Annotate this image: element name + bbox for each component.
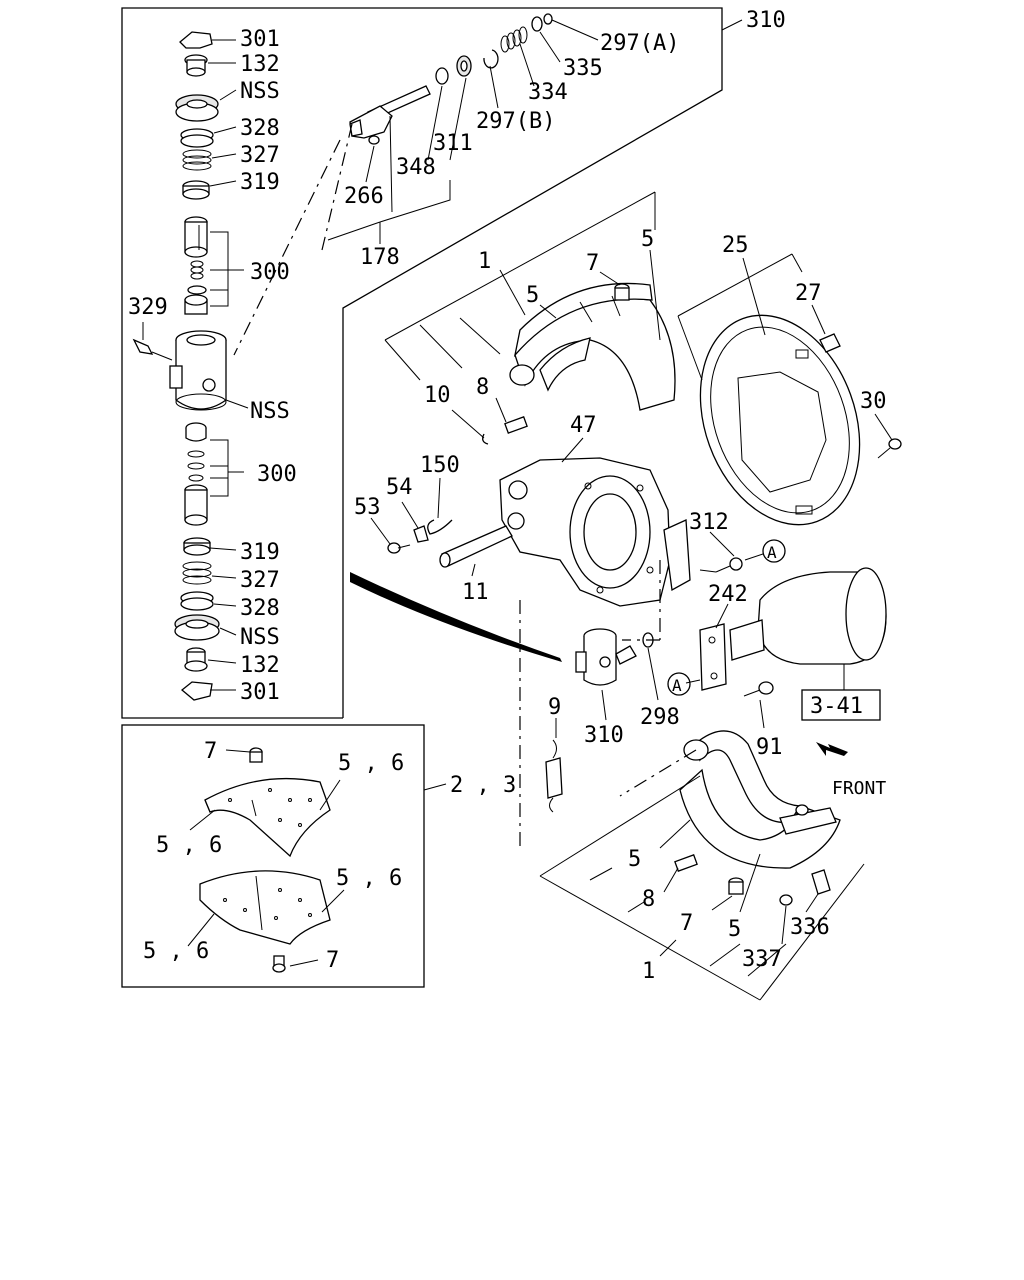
label-5-bottom-b: 5 [728,917,741,942]
label-327-top: 327 [240,143,280,168]
upper-brake-shoe [384,191,676,445]
brake-lining-kit-frame [121,724,425,988]
label-kit-2-3: 2 , 3 [450,773,516,798]
label-132-top: 132 [240,52,280,77]
label-311: 311 [433,131,473,156]
label-327-bottom: 327 [240,568,280,593]
label-1-bottom: 1 [642,959,655,984]
label-298: 298 [640,705,680,730]
label-5-top-a: 5 [526,283,539,308]
wheel-cylinder-column-parts [132,31,244,701]
label-1-top: 1 [478,249,491,274]
label-312: 312 [689,510,729,535]
label-328-top: 328 [240,116,280,141]
label-301-bottom: 301 [240,680,280,705]
label-242: 242 [708,582,748,607]
label-25: 25 [722,233,749,258]
label-front: FRONT [832,778,886,799]
backing-plate [677,253,902,526]
label-9: 9 [548,695,561,720]
label-10: 10 [424,383,451,408]
lining-kit-parts [187,747,447,973]
label-301-top: 301 [240,27,280,52]
label-319-top: 319 [240,170,280,195]
label-kit-7-top: 7 [204,739,217,764]
left-column-leaders [142,39,249,691]
label-5-bottom-a: 5 [628,847,641,872]
label-297b: 297(B) [476,109,555,134]
lower-brake-shoe [539,730,865,1001]
label-kit-5-6-bottom-right: 5 , 6 [336,866,402,891]
label-5-top-b: 5 [641,227,654,252]
label-300-bottom: 300 [257,462,297,487]
adjuster-assembly [233,13,743,356]
label-328-bottom: 328 [240,596,280,621]
label-nss-top: NSS [240,79,280,104]
label-91: 91 [756,735,783,760]
label-348: 348 [396,155,436,180]
wheel-cylinder-detail-frame [121,7,723,719]
label-335: 335 [563,56,603,81]
label-a-upper: A [767,543,777,562]
label-nss-housing: NSS [250,399,290,424]
callout-labels: 301 132 NSS 328 327 319 300 329 NSS 300 … [128,8,887,984]
label-27: 27 [795,281,822,306]
label-8-bottom: 8 [642,887,655,912]
label-kit-5-6-top-right: 5 , 6 [338,751,404,776]
label-178: 178 [360,245,400,270]
label-3-41: 3-41 [810,694,863,719]
label-30: 30 [860,389,887,414]
label-11: 11 [462,580,489,605]
label-319-bottom: 319 [240,540,280,565]
label-8-top: 8 [476,375,489,400]
label-329: 329 [128,295,168,320]
label-47: 47 [570,413,597,438]
label-337: 337 [742,947,782,972]
label-54: 54 [386,475,413,500]
label-7-top: 7 [586,251,599,276]
wheel-cylinder [350,572,659,813]
label-310-top: 310 [746,8,786,33]
label-150: 150 [420,453,460,478]
label-kit-5-6-bottom-left: 5 , 6 [143,939,209,964]
label-334: 334 [528,80,568,105]
label-132-bottom: 132 [240,653,280,678]
label-266: 266 [344,184,384,209]
label-300-top: 300 [250,260,290,285]
air-chamber [667,531,887,729]
brake-spider [370,437,691,848]
label-kit-7-bottom: 7 [326,948,339,973]
label-nss-bottom: NSS [240,625,280,650]
label-310-middle: 310 [584,723,624,748]
label-297a: 297(A) [600,31,679,56]
label-336: 336 [790,915,830,940]
label-53: 53 [354,495,381,520]
label-7-bottom: 7 [680,911,693,936]
label-kit-5-6-top-left: 5 , 6 [156,833,222,858]
label-a-lower: A [672,676,682,695]
